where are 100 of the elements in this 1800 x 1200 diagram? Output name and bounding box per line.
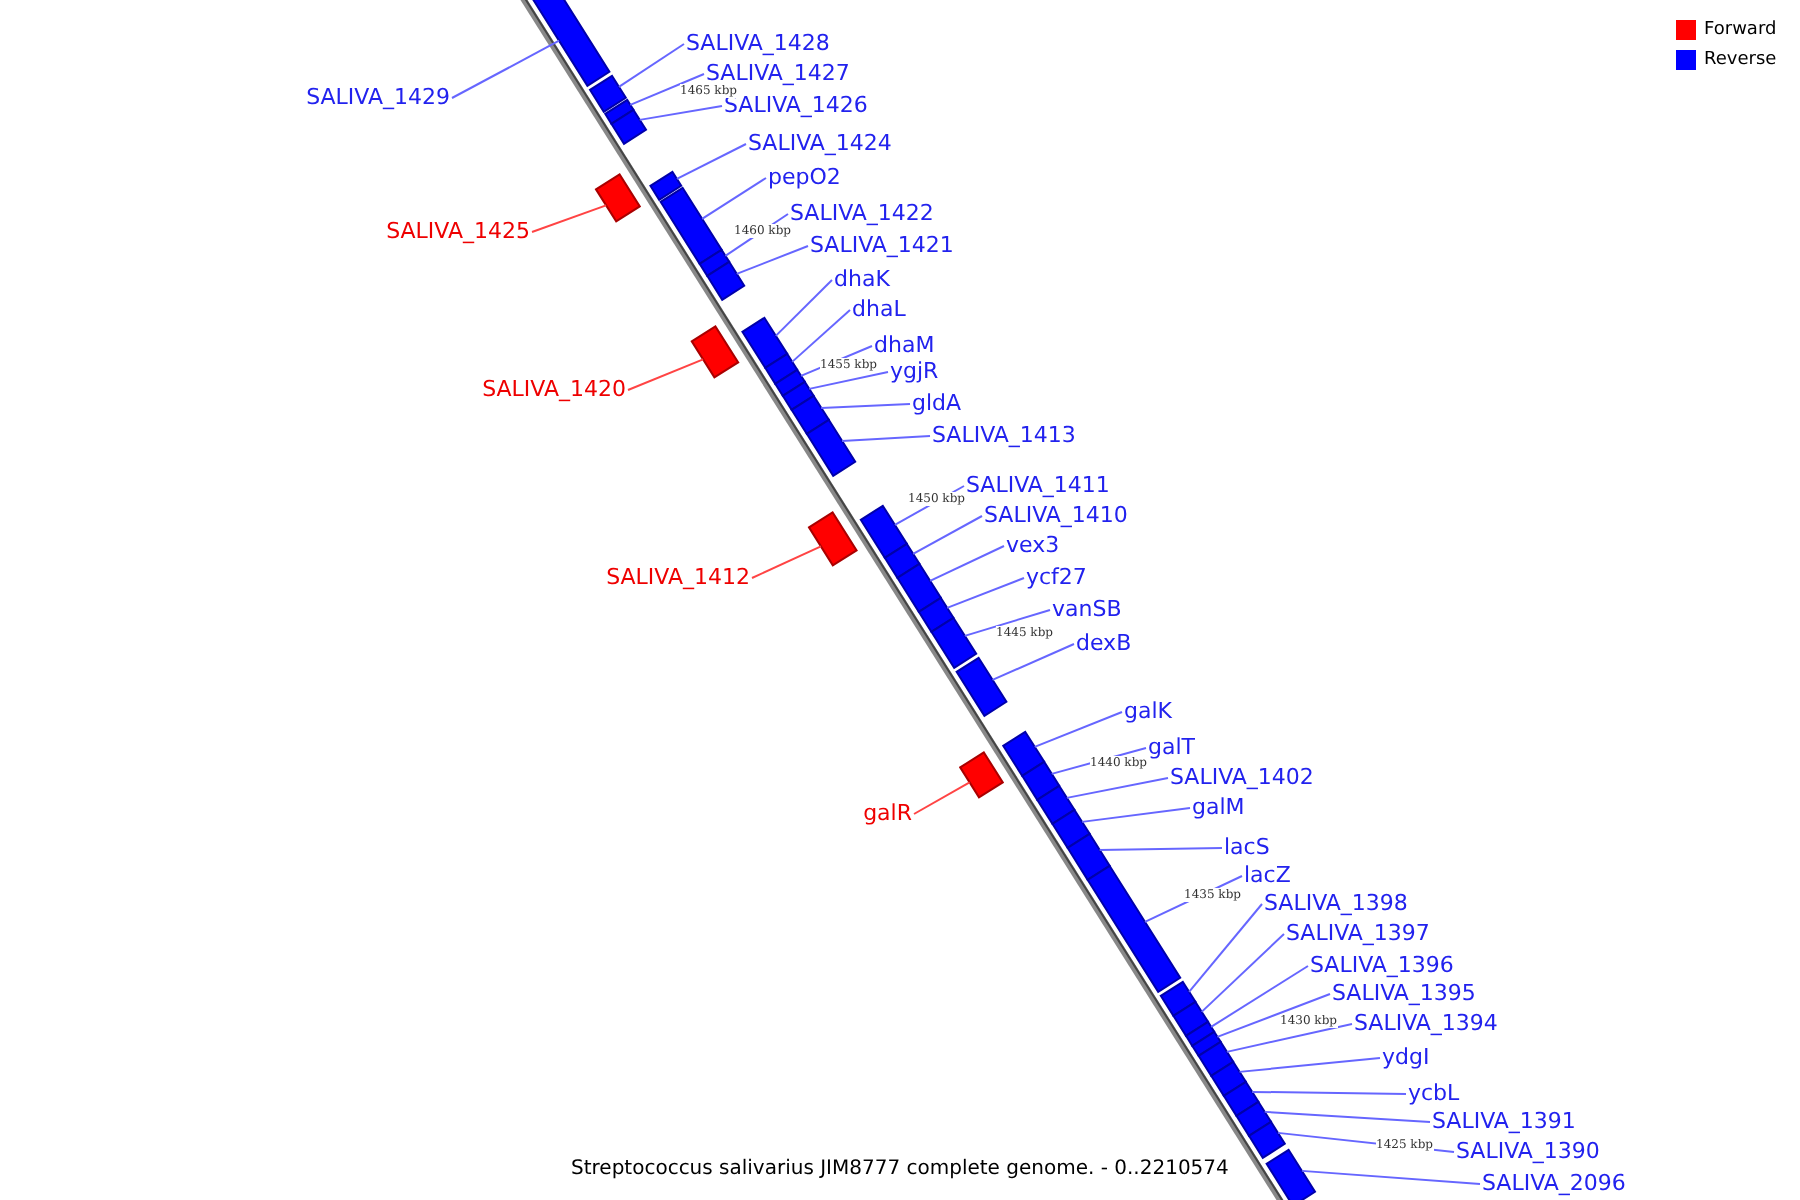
gene-label: SALIVA_1410 bbox=[984, 504, 1128, 528]
gene-label: lacZ bbox=[1244, 864, 1291, 888]
gene-label: vex3 bbox=[1006, 534, 1060, 558]
leader-line bbox=[991, 643, 1075, 681]
gene-block bbox=[1235, 1100, 1273, 1138]
gene-block bbox=[610, 108, 648, 146]
gene-label: SALIVA_1412 bbox=[606, 566, 750, 590]
legend-label: Forward bbox=[1704, 20, 1777, 40]
gene-block bbox=[659, 186, 723, 266]
gene-block bbox=[1172, 1000, 1210, 1038]
leader-line bbox=[1200, 933, 1285, 1013]
gene-label: SALIVA_1396 bbox=[1310, 954, 1454, 978]
leader-line bbox=[946, 577, 1025, 609]
gene-label: SALIVA_1426 bbox=[724, 94, 868, 118]
gene-block bbox=[955, 656, 1008, 718]
gene-label: galT bbox=[1148, 736, 1195, 760]
gene-block bbox=[594, 173, 642, 223]
gene-label: dhaK bbox=[834, 268, 890, 292]
gene-block bbox=[1020, 760, 1061, 802]
leader-line bbox=[1033, 711, 1123, 748]
leader-line bbox=[791, 309, 851, 363]
leader-line bbox=[1216, 993, 1331, 1038]
leader-line bbox=[751, 545, 822, 579]
leader-line bbox=[1065, 777, 1169, 799]
gene-label: SALIVA_1425 bbox=[386, 220, 530, 244]
gene-block bbox=[1197, 1040, 1235, 1078]
gene-block bbox=[1086, 864, 1182, 994]
leader-line bbox=[735, 245, 809, 275]
gene-block bbox=[1066, 832, 1111, 882]
gene-label: SALIVA_1422 bbox=[790, 202, 934, 226]
gene-label: SALIVA_1411 bbox=[966, 474, 1110, 498]
gene-block bbox=[763, 352, 799, 386]
gene-label: SALIVA_1394 bbox=[1354, 1012, 1498, 1036]
leader-line bbox=[1098, 847, 1223, 851]
gene-label: SALIVA_1413 bbox=[932, 424, 1076, 448]
gene-block bbox=[1222, 1080, 1260, 1118]
gene-block bbox=[807, 511, 858, 567]
gene-block bbox=[705, 260, 746, 302]
gene-block bbox=[529, 0, 611, 88]
gene-label: SALIVA_1398 bbox=[1264, 892, 1408, 916]
gene-block bbox=[790, 394, 831, 436]
gene-block bbox=[930, 616, 978, 670]
gene-label: galM bbox=[1192, 796, 1245, 820]
leader-line bbox=[808, 371, 889, 390]
gene-label: ycf27 bbox=[1026, 566, 1087, 590]
leader-line bbox=[629, 73, 705, 106]
gene-block bbox=[1051, 808, 1091, 850]
leader-line bbox=[1263, 1110, 1431, 1123]
gene-label: ydgI bbox=[1382, 1046, 1430, 1070]
gene-block bbox=[896, 562, 943, 614]
leader-line bbox=[929, 545, 1005, 582]
gene-label: SALIVA_1424 bbox=[748, 132, 892, 156]
leader-line bbox=[1080, 807, 1191, 823]
gene-label: SALIVA_1421 bbox=[810, 234, 954, 258]
leader-line bbox=[774, 279, 833, 337]
legend-label: Reverse bbox=[1704, 50, 1777, 70]
gene-block bbox=[588, 74, 628, 114]
gene-block bbox=[1159, 980, 1197, 1018]
leader-line bbox=[638, 105, 723, 121]
leader-line bbox=[913, 781, 971, 815]
gene-label: gldA bbox=[912, 392, 962, 416]
gene-label: SALIVA_1402 bbox=[1170, 766, 1314, 790]
gene-label: SALIVA_1390 bbox=[1456, 1140, 1600, 1164]
leader-line bbox=[912, 515, 983, 555]
gene-block bbox=[649, 170, 683, 202]
leader-line bbox=[1238, 1057, 1381, 1073]
leader-line bbox=[1188, 903, 1263, 993]
gene-block bbox=[1001, 730, 1046, 778]
gene-block bbox=[859, 504, 909, 560]
gene-block bbox=[690, 325, 740, 379]
gene-label: SALIVA_2096 bbox=[1482, 1172, 1626, 1196]
gene-label: galK bbox=[1124, 700, 1172, 724]
leader-line bbox=[963, 609, 1051, 637]
gene-label: ycbL bbox=[1408, 1082, 1460, 1106]
gene-block bbox=[1247, 1120, 1287, 1160]
gene-label: ygjR bbox=[890, 360, 939, 384]
gene-block bbox=[1035, 784, 1076, 826]
gene-label: dhaL bbox=[852, 298, 906, 322]
caption: Streptococcus salivarius JIM8777 complete genome. - 0..2210574 bbox=[571, 1158, 1229, 1182]
gene-label: SALIVA_1397 bbox=[1286, 922, 1430, 946]
gene-label: vanSB bbox=[1052, 598, 1122, 622]
leader-line bbox=[451, 39, 561, 99]
leader-line bbox=[627, 358, 705, 391]
leader-line bbox=[675, 143, 747, 180]
gene-block bbox=[883, 542, 921, 580]
leader-line bbox=[840, 435, 931, 442]
leader-line bbox=[1300, 1169, 1481, 1185]
gene-label: SALIVA_1391 bbox=[1432, 1110, 1576, 1134]
leader-line bbox=[1210, 965, 1309, 1028]
gene-label: pepO2 bbox=[768, 166, 841, 190]
gene-label: SALIVA_1395 bbox=[1332, 982, 1476, 1006]
gene-label: dexB bbox=[1076, 632, 1132, 656]
leader-line bbox=[1225, 1023, 1353, 1053]
gene-label: dhaM bbox=[874, 334, 935, 358]
gene-block bbox=[958, 751, 1005, 799]
gene-block bbox=[917, 596, 955, 634]
gene-block bbox=[805, 418, 857, 478]
leader-line bbox=[531, 204, 608, 233]
gene-label: lacS bbox=[1224, 836, 1270, 860]
gene-label: SALIVA_1429 bbox=[306, 86, 450, 110]
